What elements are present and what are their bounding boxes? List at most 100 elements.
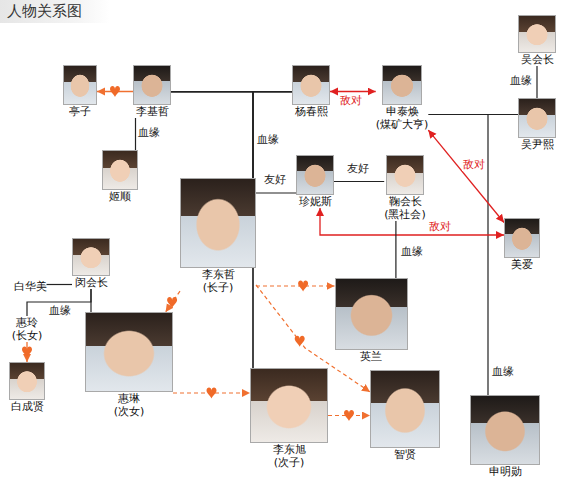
portrait-photo <box>250 368 328 443</box>
portrait-photo <box>370 370 440 448</box>
character-node: 英兰 <box>335 278 408 363</box>
character-node: 鞠会长(黑社会) <box>384 155 426 221</box>
portrait-photo <box>9 362 45 400</box>
character-name: (长子) <box>203 281 234 294</box>
portrait-photo <box>470 395 540 465</box>
portrait-photo <box>386 155 424 195</box>
character-name: 吴尹熙 <box>521 138 554 151</box>
relation-line <box>135 118 136 150</box>
character-node: 美爱 <box>504 218 540 271</box>
relation-line <box>428 130 504 222</box>
relation-line <box>27 289 91 316</box>
character-name: 申明勋 <box>489 465 522 478</box>
heart-symbol <box>207 388 217 399</box>
relation-label: 血缘 <box>400 246 424 258</box>
character-name: 李东旭 <box>273 443 306 456</box>
relation-line <box>536 66 537 98</box>
character-name: 鞠会长 <box>389 195 422 208</box>
character-name: 美爱 <box>511 258 533 271</box>
relation-label: 血缘 <box>256 134 280 146</box>
relation-line <box>166 291 180 312</box>
character-node: 吴会长 <box>518 15 556 66</box>
relation-label: 血缘 <box>48 305 72 317</box>
character-name: 珍妮斯 <box>299 195 332 208</box>
relation-line <box>256 285 335 286</box>
relation-line <box>253 92 292 368</box>
character-name: 吴会长 <box>521 53 554 66</box>
heart-symbol <box>344 410 354 421</box>
relation-line <box>395 221 396 278</box>
character-name: 闵会长 <box>75 276 108 289</box>
relation-label: 血缘 <box>137 127 161 139</box>
character-node: 白成贤 <box>9 362 45 413</box>
relation-label: 敌对 <box>339 95 363 107</box>
heart-symbol <box>298 281 308 292</box>
character-name: 李东哲 <box>202 268 235 281</box>
portrait-photo <box>382 65 422 105</box>
heart-symbol <box>110 86 120 97</box>
character-node: 惠琳(次女) <box>85 312 173 418</box>
character-name: 智贤 <box>394 448 416 461</box>
character-node: 李东旭(次子) <box>250 368 328 469</box>
portrait-photo <box>133 65 171 105</box>
portrait-photo <box>296 155 334 195</box>
portrait-photo <box>63 65 97 105</box>
character-node: 惠玲(长女) <box>12 316 43 342</box>
portrait-photo <box>102 150 138 190</box>
relation-line <box>320 208 504 235</box>
character-name: (长女) <box>12 329 43 342</box>
relation-label: 血缘 <box>509 75 533 87</box>
relation-line <box>171 92 253 178</box>
portrait-photo <box>180 178 256 268</box>
relation-label: 敌对 <box>462 159 486 171</box>
relation-line <box>253 92 292 178</box>
relation-label: 友好 <box>263 174 287 186</box>
relation-line <box>90 289 91 312</box>
character-node: 申泰焕(煤矿大亨) <box>376 65 429 131</box>
relation-label: 血缘 <box>491 366 515 378</box>
character-node: 闵会长 <box>72 238 110 289</box>
character-node: 亭子 <box>63 65 97 118</box>
heart-symbol <box>22 347 32 358</box>
relation-label: 友好 <box>346 163 370 175</box>
character-node: 吴尹熙 <box>518 98 556 151</box>
character-node: 智贤 <box>370 370 440 461</box>
relation-line <box>334 181 384 182</box>
character-node: 杨春熙 <box>292 65 330 118</box>
relation-label: 敌对 <box>428 221 452 233</box>
character-name: 姬顺 <box>109 190 131 203</box>
character-name: (次子) <box>274 456 305 469</box>
character-name: (次女) <box>114 405 145 418</box>
portrait-photo <box>518 15 556 53</box>
portrait-photo <box>518 98 556 138</box>
character-node: 李东哲(长子) <box>180 178 256 294</box>
character-name: 申泰焕 <box>386 105 419 118</box>
relation-line <box>256 192 296 193</box>
diagram-title: 人物关系图 <box>0 0 110 23</box>
character-name: 白成贤 <box>11 400 44 413</box>
relation-line <box>47 284 73 285</box>
character-node: 李基哲 <box>133 65 171 118</box>
heart-symbol <box>295 336 305 347</box>
character-name: 惠玲 <box>16 316 38 329</box>
character-name: 李基哲 <box>136 105 169 118</box>
character-node: 珍妮斯 <box>296 155 334 208</box>
portrait-photo <box>85 312 173 392</box>
character-node: 白华美 <box>14 280 47 293</box>
character-name: 惠琳 <box>118 392 140 405</box>
character-name: 亭子 <box>69 105 91 118</box>
portrait-photo <box>72 238 110 276</box>
portrait-photo <box>335 278 408 350</box>
heart-symbol <box>167 297 177 308</box>
character-name: 英兰 <box>360 350 382 363</box>
character-node: 姬顺 <box>102 150 138 203</box>
portrait-photo <box>292 65 330 105</box>
character-node: 申明勋 <box>470 395 540 478</box>
character-name: 杨春熙 <box>295 105 328 118</box>
portrait-photo <box>504 218 540 258</box>
character-name: 白华美 <box>14 280 47 293</box>
relation-line <box>330 91 376 92</box>
character-name: (煤矿大亨) <box>376 118 429 131</box>
character-name: (黑社会) <box>384 208 426 221</box>
